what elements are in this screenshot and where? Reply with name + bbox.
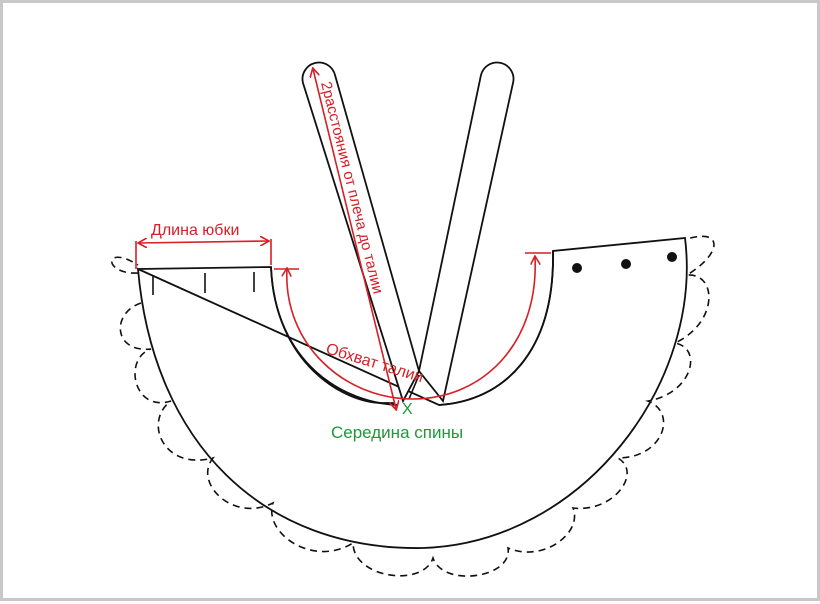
strap-length-label: 2расстояния от плеча до талии xyxy=(317,80,386,296)
center-mark: X xyxy=(402,401,413,418)
skirt-length-arrow xyxy=(139,241,268,243)
skirt-body-outline xyxy=(136,237,688,549)
scalloped-hem xyxy=(111,235,715,577)
waist-curve-right xyxy=(438,250,554,406)
skirt-pattern-diagram: Длина юбки 2расстояния от плеча до талии… xyxy=(111,61,715,577)
center-back-label: Середина спины xyxy=(331,423,463,442)
waist-arc-arrow xyxy=(287,257,535,400)
strap-right xyxy=(418,61,515,404)
skirt-length-label: Длина юбки xyxy=(151,222,239,239)
strap-length-arrow xyxy=(313,69,396,409)
strap-join-line xyxy=(408,374,420,400)
button-dot xyxy=(667,252,677,262)
button-dot xyxy=(572,263,582,273)
button-dot xyxy=(621,259,631,269)
